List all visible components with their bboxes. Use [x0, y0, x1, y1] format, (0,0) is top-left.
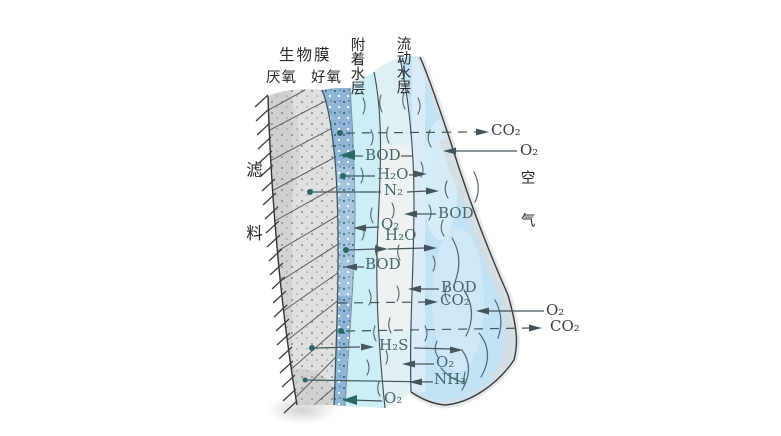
arrow-co2-out-top [337, 128, 489, 136]
arrow-o2-in-top [443, 147, 517, 155]
nh3-tick-mark [462, 371, 466, 385]
label-anaerobic-zone: 厌氧 [266, 70, 297, 86]
label-air: 空气 [518, 170, 535, 255]
label-bod-attached: BOD [365, 255, 401, 273]
arrow-o2-into-attached [402, 360, 434, 368]
transfer-arrows [302, 128, 544, 405]
label-aerobic-zone: 好氧 [311, 70, 342, 86]
label-o2-into-strip-bottom: O₂ [384, 389, 403, 407]
arrow-n2-out [307, 187, 439, 195]
arrow-h2o-out-lower [343, 244, 437, 253]
arrow-h2o-out-upper [340, 170, 427, 179]
filter-media-surface [267, 95, 298, 406]
label-co2-out-right: CO₂ [550, 317, 580, 335]
label-h2s-out: H₂S [379, 336, 409, 354]
label-o2-into-attached: O₂ [436, 353, 455, 371]
arrow-co2-out-right [338, 324, 542, 334]
arrow-o2-into-strip-bottom [342, 395, 383, 405]
flowing-water-inner-boundary [399, 57, 415, 393]
arrow-bod-flowing-upper [404, 210, 436, 218]
arrow-o2-into-strip-upper [353, 224, 380, 232]
label-o2-in-right: O₂ [546, 301, 565, 319]
label-co2-out-mid: CO₂ [440, 291, 470, 309]
label-co2-out-top: CO₂ [491, 121, 521, 139]
label-bod-flowing-upper: BOD [438, 204, 474, 222]
arrow-co2-out-mid [337, 298, 438, 306]
flow-marks [360, 92, 502, 397]
label-filter-media: 滤料 [243, 161, 263, 288]
arrow-h2s-out [309, 343, 463, 354]
label-bod-into-biofilm: BOD [365, 146, 401, 164]
flowing-water-layer [400, 56, 517, 406]
arrow-bod-into-biofilm [340, 150, 412, 160]
flowing-water-outer-boundary [410, 56, 518, 406]
biofilm-layer [266, 88, 339, 424]
arrow-bod-attached [344, 263, 364, 271]
arrow-o2-in-right [476, 307, 544, 315]
label-bod-flowing-lower: BOD [441, 278, 477, 296]
label-h2o-out-upper: H₂O [377, 165, 409, 183]
biofilm-bottom-fade [266, 396, 338, 424]
label-o2-in-top: O₂ [520, 141, 539, 159]
arrow-nh3-into-biofilm [302, 377, 434, 386]
label-o2-into-strip-upper: O₂ [381, 215, 400, 233]
strip-outer-line [344, 87, 356, 407]
attached-water-boundary [373, 71, 386, 409]
label-nh3-into-biofilm: NH₃ [434, 370, 467, 388]
label-h2o-out-lower: H₂O [385, 226, 417, 244]
label-biofilm: 生物膜 [279, 46, 332, 64]
filter-surface-ticks [254, 94, 298, 414]
label-flowing-water-layer: 流动水层 [394, 36, 411, 94]
arrow-bod-flowing-lower [408, 285, 439, 293]
label-n2-out: N₂ [384, 181, 404, 199]
label-attached-water-layer: 附着水层 [348, 37, 365, 95]
